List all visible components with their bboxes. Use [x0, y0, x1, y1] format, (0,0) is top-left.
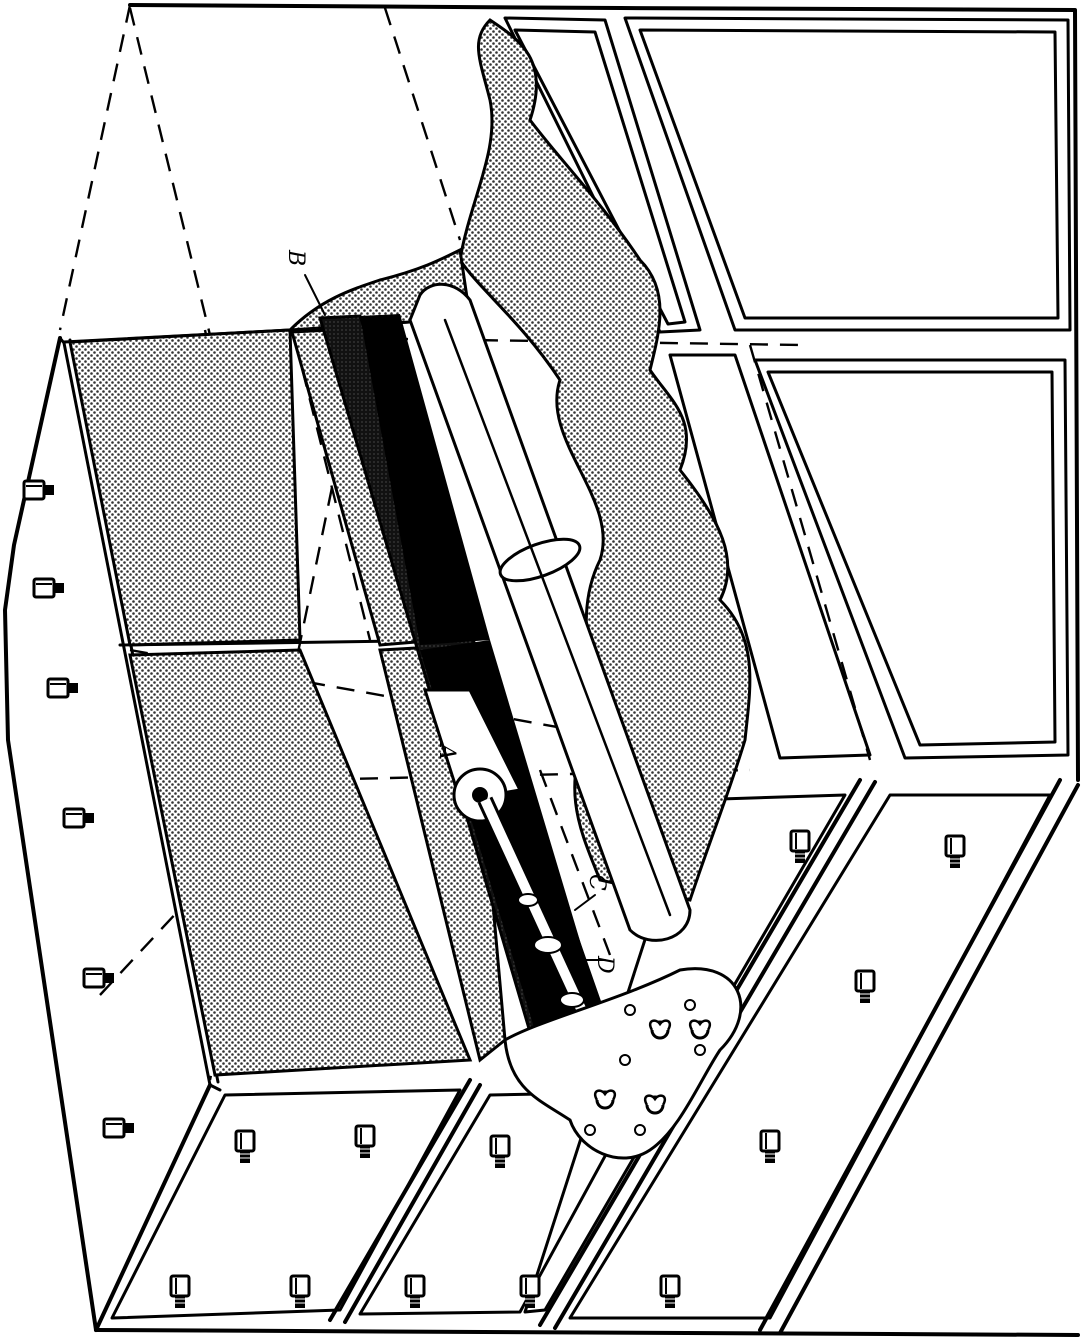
label-c: C: [584, 874, 609, 891]
bolt-icon: [62, 807, 96, 829]
wing-nut-icon: [643, 1094, 667, 1115]
bolt-icon: [404, 1274, 426, 1310]
bolt-icon: [32, 577, 66, 599]
bolt-icon: [169, 1274, 191, 1310]
wing-nut-icon: [688, 1019, 712, 1040]
bolt-icon: [854, 969, 876, 1005]
callouts: B A C D: [283, 249, 617, 974]
bolt-icon: [789, 829, 811, 865]
bolt-icon: [102, 1117, 136, 1139]
bolt-icon: [234, 1129, 256, 1165]
end-plate: [503, 967, 743, 1160]
wing-nut-icon: [648, 1019, 672, 1040]
bolt-icon: [22, 479, 56, 501]
bolt-icon: [489, 1134, 511, 1170]
bolt-icon: [289, 1274, 311, 1310]
label-b: B: [283, 249, 308, 266]
stippled-panels: [68, 18, 752, 1077]
label-d: D: [592, 955, 617, 974]
bolt-icon: [944, 834, 966, 870]
bolt-icon: [659, 1274, 681, 1310]
cabinet-frame: [3, 3, 1080, 1337]
bolt-icon: [354, 1124, 376, 1160]
label-a: A: [434, 742, 459, 760]
wing-nut-icon: [593, 1089, 617, 1110]
bolt-icon: [759, 1129, 781, 1165]
component-a: [422, 688, 523, 802]
bolt-icon: [46, 677, 80, 699]
